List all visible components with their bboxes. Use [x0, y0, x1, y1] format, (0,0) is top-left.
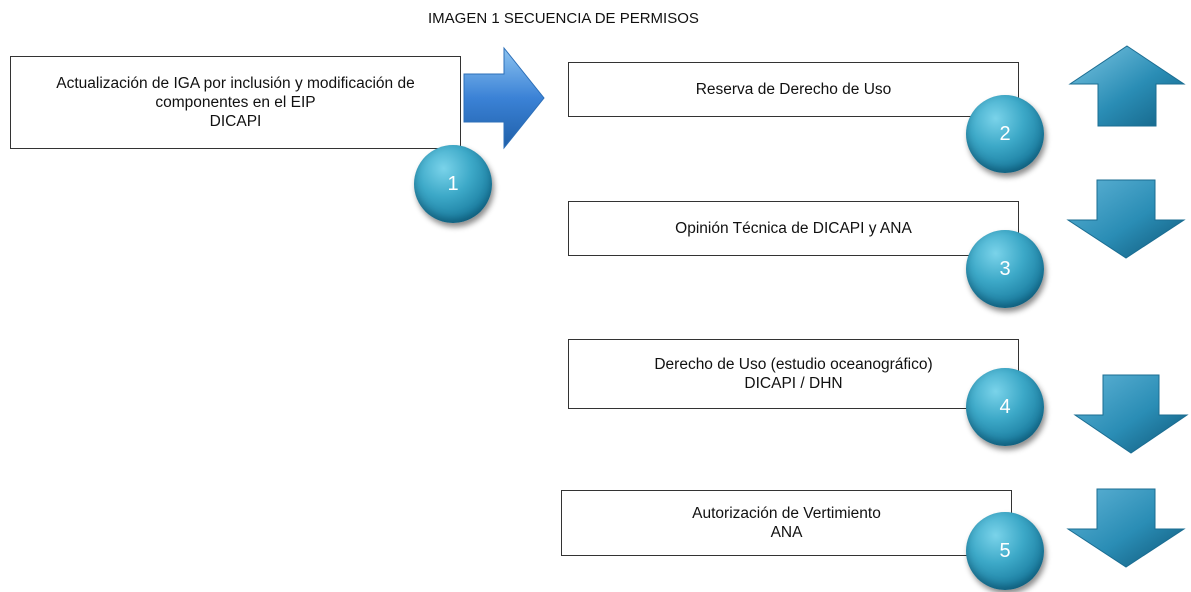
step-1-line-1: Actualización de IGA por inclusión y mod… [56, 75, 415, 92]
step-1-line-3: DICAPI [209, 113, 262, 130]
diagram-title: IMAGEN 1 SECUENCIA DE PERMISOS [428, 10, 699, 27]
step-1-line-2: componentes en el EIP [155, 94, 316, 111]
step-3-line-1: Opinión Técnica de DICAPI y ANA [675, 220, 912, 237]
right-arrow-icon [463, 46, 545, 150]
step-4-number-badge: 4 [966, 368, 1044, 446]
step-1-number-badge: 1 [414, 145, 492, 223]
step-2-number-badge: 2 [966, 95, 1044, 173]
step-5-number-badge: 5 [966, 512, 1044, 590]
down-arrow-icon [1066, 179, 1186, 259]
step-3-box: Opinión Técnica de DICAPI y ANA [568, 201, 1019, 256]
step-4-line-2: DICAPI / DHN [744, 375, 843, 392]
step-2-line-1: Reserva de Derecho de Uso [695, 81, 892, 98]
step-5-line-2: ANA [770, 524, 803, 541]
down-arrow-icon [1066, 488, 1186, 568]
step-2-box: Reserva de Derecho de Uso [568, 62, 1019, 117]
step-3-number-badge: 3 [966, 230, 1044, 308]
step-5-box: Autorización de Vertimiento ANA [561, 490, 1012, 556]
step-4-line-1: Derecho de Uso (estudio oceanográfico) [654, 356, 933, 373]
step-1-box: Actualización de IGA por inclusión y mod… [10, 56, 461, 149]
up-arrow-icon [1068, 45, 1186, 127]
down-arrow-icon [1073, 374, 1189, 454]
step-5-line-1: Autorización de Vertimiento [692, 505, 881, 522]
step-4-box: Derecho de Uso (estudio oceanográfico) D… [568, 339, 1019, 409]
